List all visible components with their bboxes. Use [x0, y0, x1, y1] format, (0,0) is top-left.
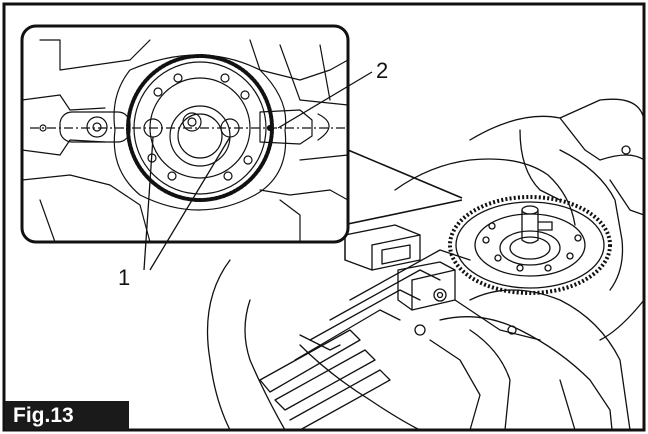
- main-gear: [448, 195, 612, 295]
- callout-number-1: 1: [118, 265, 131, 290]
- inset-detail-view: [20, 24, 350, 244]
- figure-label: Fig.13: [5, 401, 129, 430]
- callout-number-2: 2: [376, 58, 389, 83]
- machine-body: [206, 98, 645, 431]
- callout-leader-lines: [143, 71, 373, 271]
